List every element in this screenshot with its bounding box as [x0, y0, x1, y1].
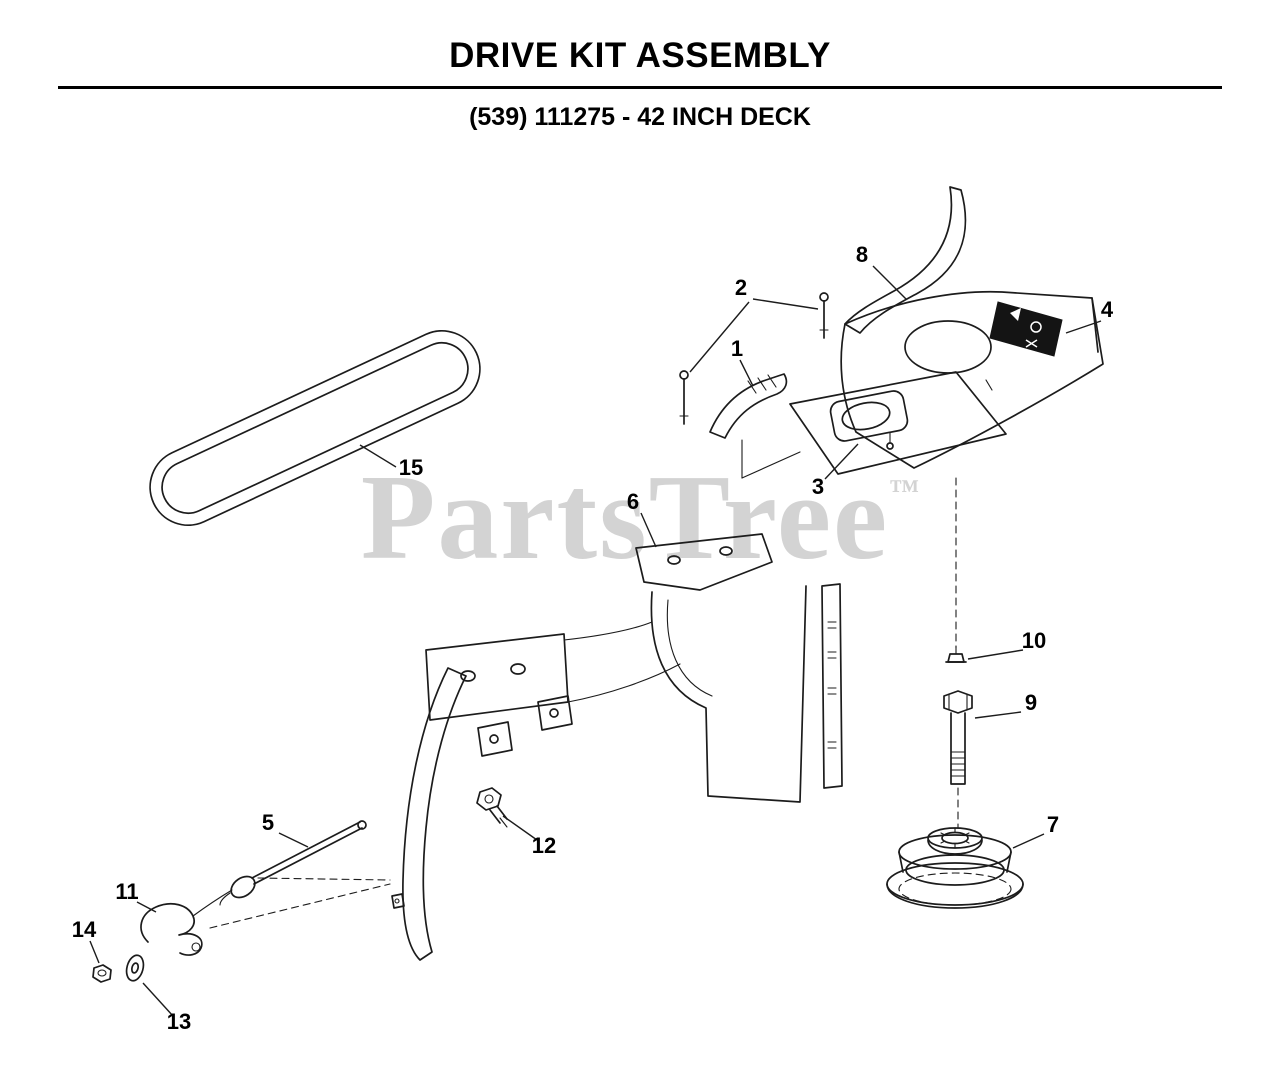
callout-15: 15 [399, 455, 423, 480]
callout-1: 1 [731, 336, 743, 361]
part-bracket-assembly [391, 583, 843, 961]
part-small-bracket [635, 533, 773, 591]
part-cover [840, 186, 1104, 469]
part-flange-nut [945, 645, 967, 663]
callout-8: 8 [856, 242, 868, 267]
callout-13: 13 [167, 1009, 191, 1034]
part-bolt-small [476, 787, 508, 828]
callout-10: 10 [1022, 628, 1046, 653]
part-nut [92, 964, 112, 983]
trademark-symbol: ™ [889, 474, 920, 507]
page-title: DRIVE KIT ASSEMBLY [449, 36, 831, 75]
page-header: DRIVE KIT ASSEMBLY (539) 111275 - 42 INC… [0, 0, 1280, 132]
part-bolt [943, 690, 973, 785]
warning-decal [989, 301, 1063, 357]
part-pulley [886, 827, 1024, 909]
part-plate [789, 371, 1007, 475]
page-subtitle: (539) 111275 - 42 INCH DECK [469, 103, 811, 131]
callout-6: 6 [627, 489, 639, 514]
screw-icon [819, 292, 829, 339]
callout-14: 14 [72, 917, 97, 942]
part-belt [149, 329, 481, 527]
callout-5: 5 [262, 810, 274, 835]
part-spring [140, 889, 233, 956]
callout-4: 4 [1101, 297, 1114, 322]
watermark: PartsTree™ [0, 448, 1280, 588]
callout-9: 9 [1025, 690, 1037, 715]
callout-2: 2 [735, 275, 747, 300]
watermark-text: PartsTree [360, 450, 890, 585]
part-idler-arm [709, 373, 801, 479]
screw-icon [679, 370, 689, 425]
part-washer [125, 954, 145, 982]
hidden-line [257, 877, 391, 881]
callout-12: 12 [532, 833, 556, 858]
hidden-line [209, 883, 391, 929]
title-divider [58, 86, 1222, 89]
callout-3: 3 [812, 474, 824, 499]
callout-11: 11 [115, 879, 138, 904]
part-rod [219, 820, 367, 906]
callout-7: 7 [1047, 812, 1059, 837]
leader-lines [89, 265, 1102, 1017]
